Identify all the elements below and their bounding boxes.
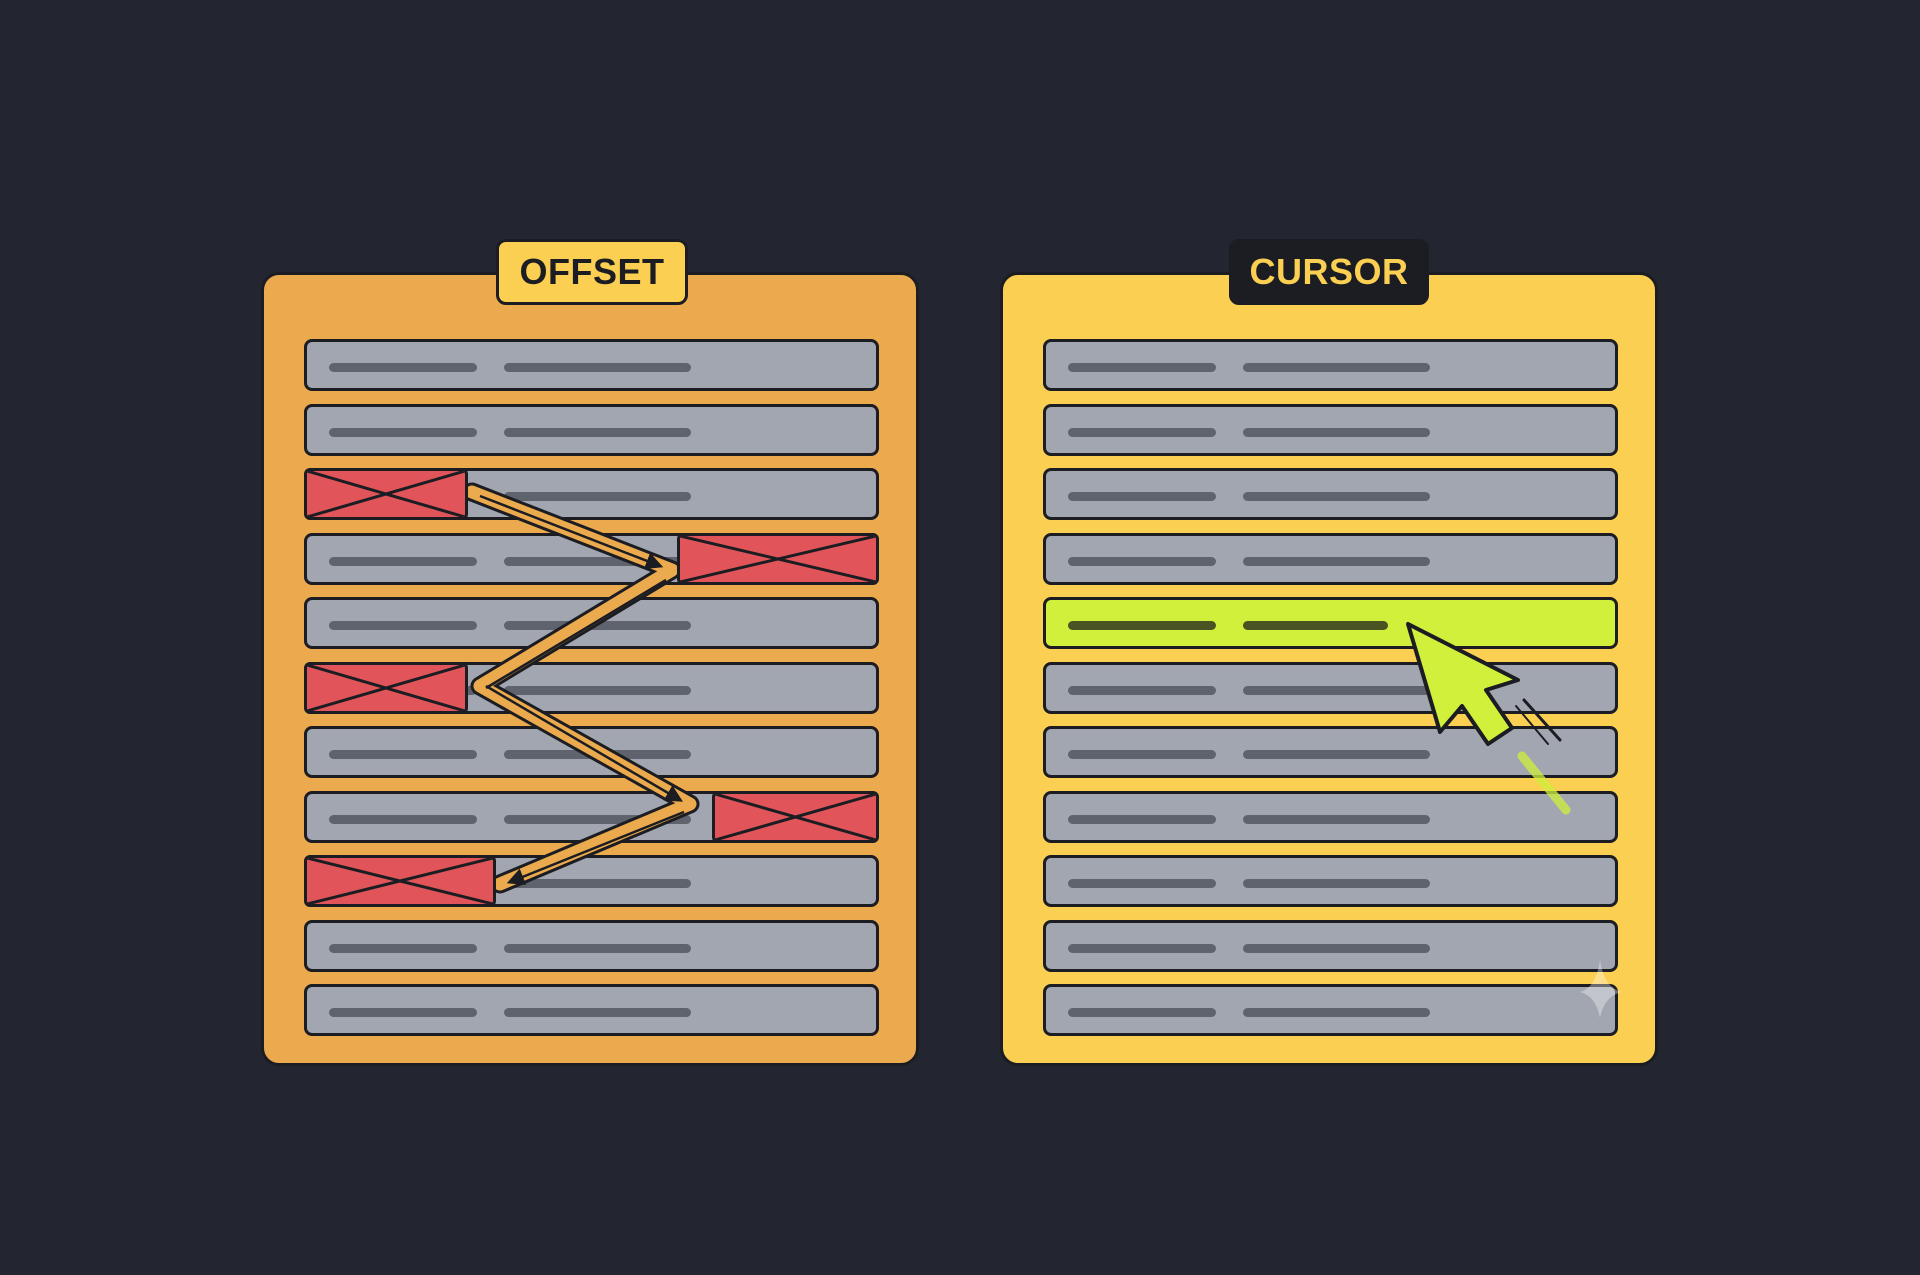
- list-item: [304, 919, 879, 972]
- list-item: [1043, 532, 1618, 585]
- list-item: [1043, 726, 1618, 778]
- skipped-row-marker-icon: [304, 661, 468, 714]
- list-item: [304, 403, 879, 456]
- highlighted-row: [1043, 597, 1618, 649]
- offset-panel: OFFSET: [261, 239, 919, 1066]
- list-item: [1043, 855, 1618, 907]
- skipped-row-marker-icon: [304, 855, 496, 907]
- skipped-row-marker-icon: [304, 468, 468, 520]
- list-item: [304, 855, 879, 907]
- list-item: [304, 984, 879, 1036]
- list-item: [304, 726, 879, 778]
- list-item: [304, 532, 879, 585]
- cursor-panel: CURSOR: [1000, 239, 1658, 1066]
- offset-label: OFFSET: [496, 239, 688, 305]
- list-item: [304, 790, 879, 843]
- list-item: [304, 661, 879, 714]
- offset-row-list: [304, 339, 879, 1049]
- list-item: [304, 468, 879, 520]
- list-item: [1043, 919, 1618, 972]
- list-item: [1043, 339, 1618, 391]
- skipped-row-marker-icon: [677, 532, 879, 585]
- list-item: [1043, 790, 1618, 843]
- skipped-row-marker-icon: [712, 790, 879, 843]
- list-item: [304, 339, 879, 391]
- list-item: [304, 597, 879, 649]
- list-item: [1043, 661, 1618, 714]
- list-item: [1043, 403, 1618, 456]
- cursor-label: CURSOR: [1229, 239, 1429, 305]
- list-item: [1043, 468, 1618, 520]
- cursor-row-list: [1043, 339, 1618, 1049]
- list-item: [1043, 984, 1618, 1036]
